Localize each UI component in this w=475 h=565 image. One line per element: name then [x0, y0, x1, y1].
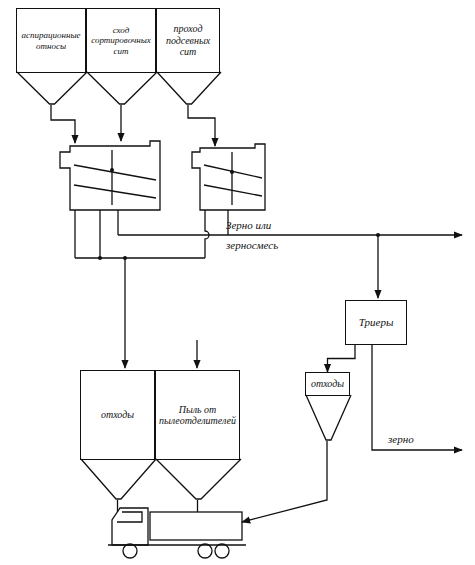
funnel-outline [157, 72, 221, 104]
flow-label: Зерно или зерносмесь [226, 215, 300, 255]
node-label: Пыль от пылеотделителей [159, 404, 236, 427]
node-label: аспирационные относы [20, 30, 82, 51]
node-label: сход сортировочных сит [90, 25, 152, 56]
hopper-box: Пыль от пылеотделителей [155, 370, 240, 460]
hopper-funnel [305, 395, 352, 440]
feed-lines [51, 105, 215, 146]
node-label: отходы [311, 378, 344, 390]
node-label: отходы [101, 409, 134, 421]
truck-illustration [108, 508, 246, 558]
funnel-outline [87, 72, 157, 104]
hopper-funnel [80, 459, 157, 499]
hopper-box: сход сортировочных сит [86, 8, 156, 73]
hopper-funnel [86, 72, 158, 104]
node-label: Триеры [359, 316, 394, 329]
funnel-outline [81, 459, 156, 499]
hopper-box: отходы [305, 372, 350, 396]
flow-label: зерно [388, 432, 448, 446]
node-label: проход подсевных сит [160, 23, 216, 58]
connectors [328, 345, 356, 372]
flow-connector [328, 345, 356, 372]
outlet-lines [75, 210, 462, 522]
hopper-box: аспирационные относы [16, 8, 86, 73]
hopper-funnel [155, 459, 242, 499]
hopper-funnel [156, 72, 222, 104]
funnel-outline [17, 72, 87, 104]
process-box: Триеры [345, 300, 407, 345]
hopper-box: проход подсевных сит [156, 8, 220, 73]
hopper-box: отходы [80, 370, 155, 460]
hopper-funnel [16, 72, 88, 104]
separator-machine [192, 144, 265, 210]
separator-machine [60, 141, 160, 210]
funnel-outline [306, 395, 351, 440]
funnel-outline [156, 459, 241, 499]
